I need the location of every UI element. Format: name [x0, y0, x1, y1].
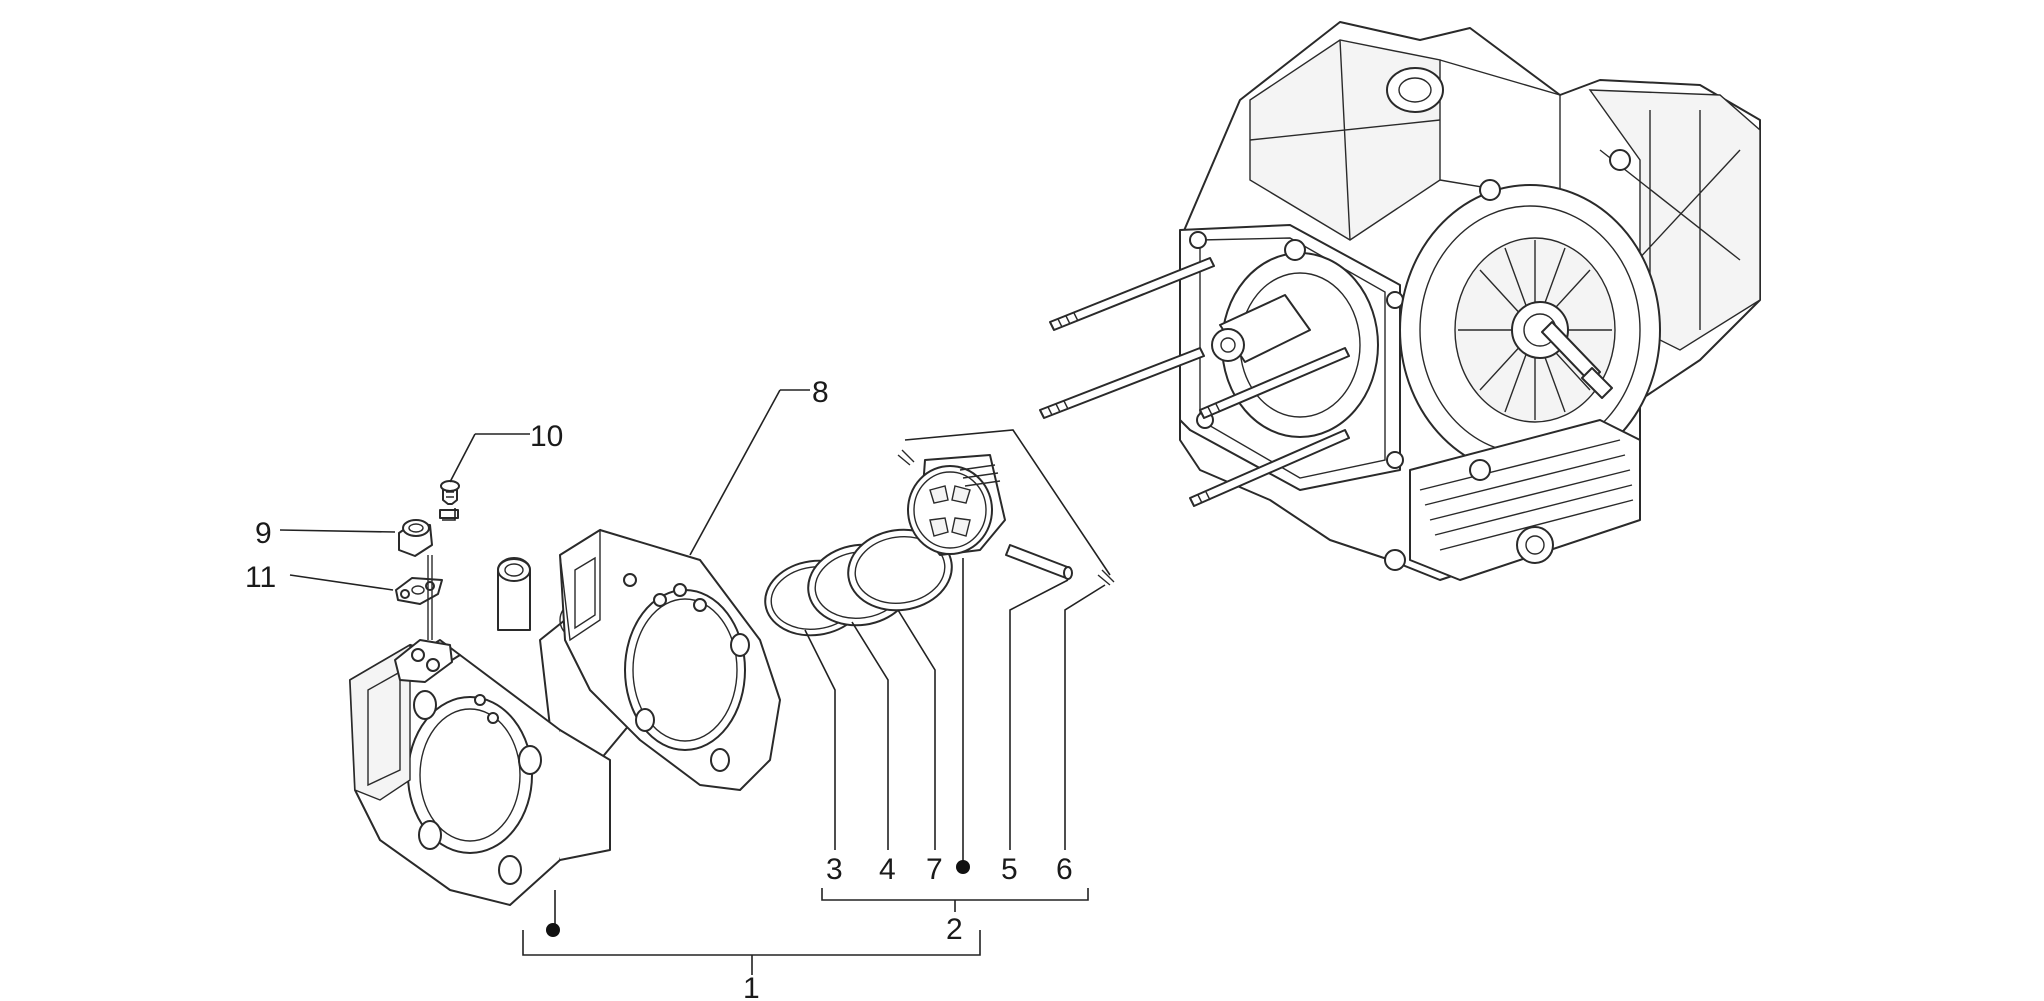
label-7: 7	[926, 853, 943, 886]
label-2: 2	[946, 913, 963, 946]
label-4: 4	[879, 853, 896, 886]
cylinder-drawing	[349, 557, 651, 906]
label-9: 9	[255, 517, 272, 550]
base-gasket-drawing	[559, 528, 781, 791]
banjo-fitting-drawing	[395, 480, 460, 640]
label-11: 11	[245, 561, 276, 594]
cylinder-marker-dot	[546, 923, 560, 937]
piston-pin-drawing	[897, 449, 1115, 586]
label-1: 1	[743, 972, 760, 1001]
piston-drawing	[907, 454, 1006, 556]
crankcase-drawing	[1039, 21, 1761, 581]
leader-lines	[279, 389, 1111, 975]
piston-marker-dot	[956, 860, 970, 874]
label-5: 5	[1001, 853, 1018, 886]
cylinder-studs	[1039, 257, 1350, 507]
piston-rings-drawing	[764, 528, 953, 637]
label-10: 10	[530, 420, 563, 453]
label-3: 3	[826, 853, 843, 886]
label-6: 6	[1056, 853, 1073, 886]
label-8: 8	[812, 376, 829, 409]
